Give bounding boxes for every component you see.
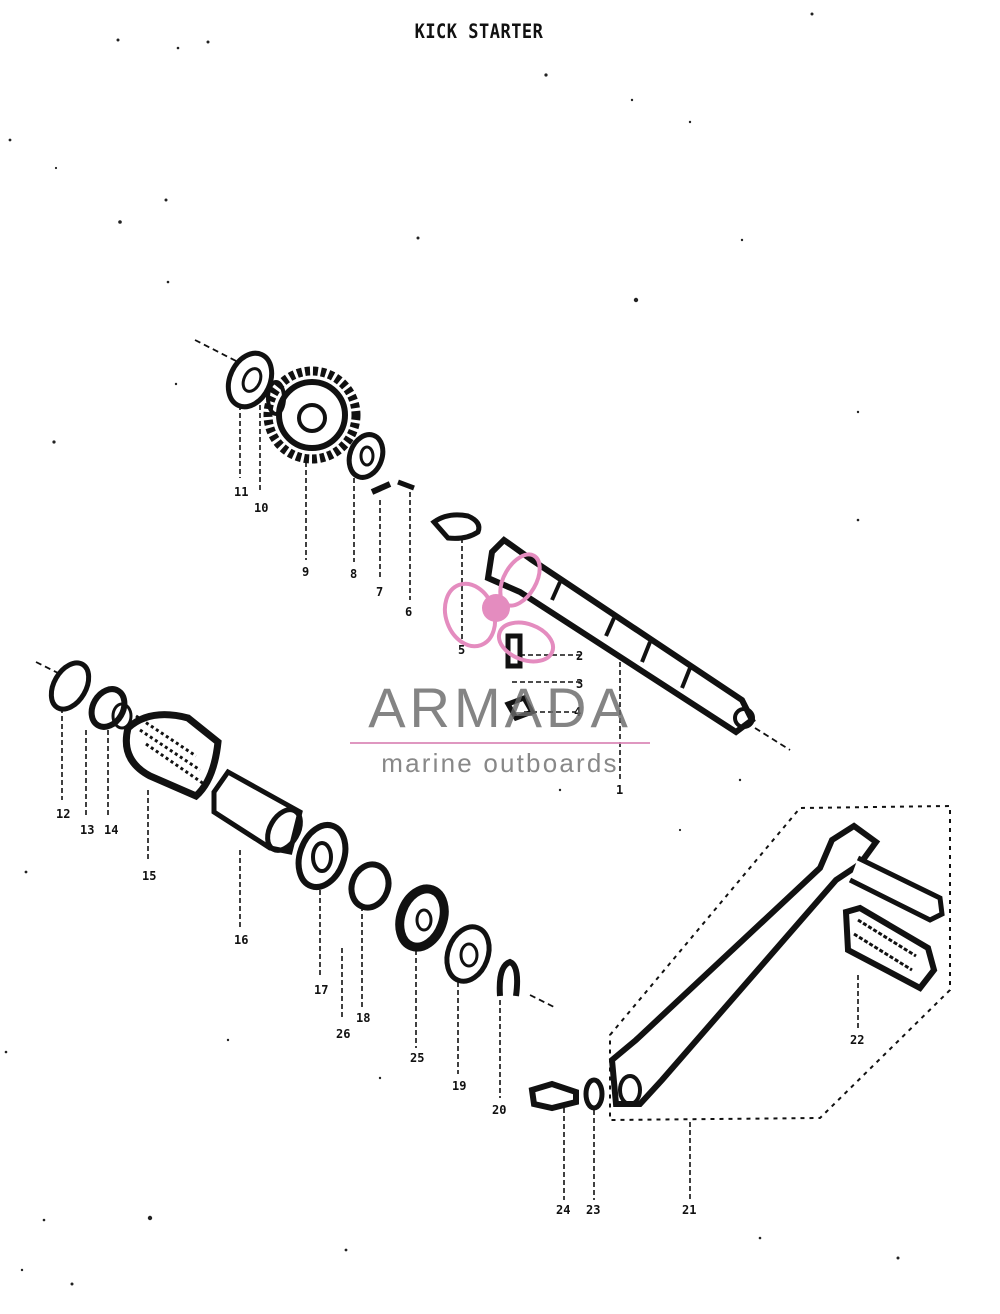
callout-15: 15 [142, 869, 156, 883]
upper-assembly [194, 339, 791, 780]
washer-part-8 [346, 432, 386, 480]
callout-8: 8 [350, 567, 357, 581]
callout-2: 2 [576, 649, 583, 663]
washer-part-17 [295, 822, 349, 890]
callout-21: 21 [682, 1203, 696, 1217]
callout-5: 5 [458, 643, 465, 657]
spring-guide-part-16 [211, 768, 303, 855]
pin-part-7 [370, 481, 392, 495]
kick-gear-part-9 [263, 366, 361, 464]
callout-24: 24 [556, 1203, 570, 1217]
callout-19: 19 [452, 1079, 466, 1093]
callout-20: 20 [492, 1103, 506, 1117]
callout-25: 25 [410, 1051, 424, 1065]
leader-lines-upper [239, 405, 621, 780]
kick-shaft-part-1 [484, 536, 756, 736]
callout-3: 3 [576, 677, 583, 691]
callout-16: 16 [234, 933, 248, 947]
scan-noise [4, 12, 900, 1286]
lever-dashed-outline [609, 804, 951, 1122]
spring-pin-part-2 [505, 633, 523, 669]
callout-26: 26 [336, 1027, 350, 1041]
leader-lines-lower [61, 708, 859, 1200]
callout-11: 11 [234, 485, 248, 499]
kick-lever-part-21 [608, 822, 945, 1107]
callout-12: 12 [56, 807, 70, 821]
callout-1: 1 [616, 783, 623, 797]
rubber-grip-part-22 [842, 904, 938, 992]
callout-22: 22 [850, 1033, 864, 1047]
callout-9: 9 [302, 565, 309, 579]
bolt-part-24 [528, 1080, 579, 1112]
callout-14: 14 [104, 823, 118, 837]
callout-17: 17 [314, 983, 328, 997]
callout-7: 7 [376, 585, 383, 599]
callout-13: 13 [80, 823, 94, 837]
bushing-part-13 [88, 686, 133, 730]
washer-part-19 [444, 924, 492, 984]
collar-part-14 [395, 884, 449, 952]
bushing-part-18 [348, 861, 392, 911]
washer-part-23 [583, 1077, 605, 1111]
callout-18: 18 [356, 1011, 370, 1025]
callout-6: 6 [405, 605, 412, 619]
screw-part-6 [397, 479, 415, 491]
watermark-divider [350, 742, 650, 744]
lower-assembly [35, 660, 951, 1200]
diagram-title: KICK STARTER [414, 20, 544, 44]
propeller-logo-icon [442, 552, 556, 664]
guide-plate-part-5 [430, 512, 482, 541]
callout-4: 4 [574, 705, 581, 719]
watermark-tagline: marine outboards [381, 748, 619, 778]
washer-part-11 [225, 350, 275, 410]
callout-10: 10 [254, 501, 268, 515]
callout-23: 23 [586, 1203, 600, 1217]
watermark-brand: ARMADA [368, 676, 632, 739]
return-spring-part-15 [122, 711, 222, 801]
circlip-part-20 [496, 958, 521, 997]
washer-part-12 [48, 660, 92, 712]
callout-labels: 11 10 9 8 7 6 5 2 3 4 1 12 13 14 15 16 1… [56, 485, 864, 1217]
